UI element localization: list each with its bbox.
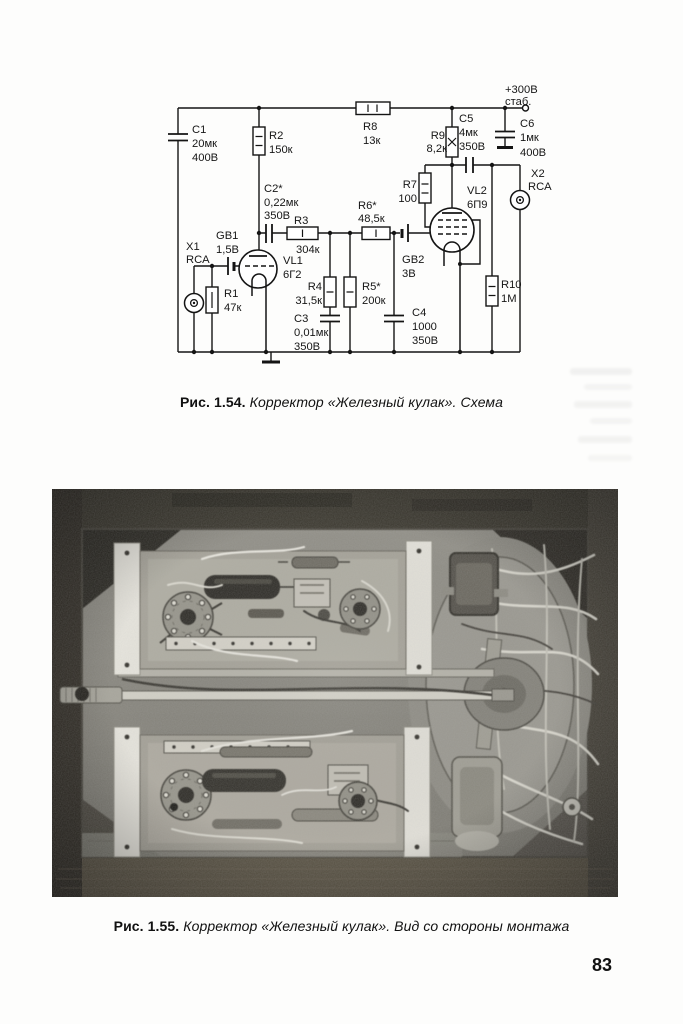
- label-r4-name: R4: [308, 281, 322, 293]
- label-gb1-name: GB1: [216, 230, 238, 242]
- label-x1-type: RCA: [186, 254, 210, 266]
- label-c3-value: 0,01мк: [294, 327, 328, 339]
- label-vl2-type: 6П9: [467, 199, 488, 211]
- label-c2-name: C2*: [264, 183, 283, 195]
- label-r2-value: 150к: [269, 144, 293, 156]
- caption-155-text: Корректор «Железный кулак». Вид со сторо…: [183, 918, 570, 934]
- label-power-1: +300В: [505, 84, 538, 96]
- label-vl1-name: VL1: [283, 255, 303, 267]
- chassis-photo: [52, 489, 618, 897]
- label-x2-type: RCA: [528, 181, 552, 193]
- label-x2-name: X2: [531, 168, 545, 180]
- label-r6-value: 48,5к: [358, 213, 385, 225]
- label-c3-voltage: 350В: [294, 341, 320, 353]
- photo-grain: [52, 489, 618, 897]
- label-c6-value: 1мк: [520, 132, 539, 144]
- label-r5-value: 200к: [362, 295, 386, 307]
- label-r5-name: R5*: [362, 281, 381, 293]
- label-c5-value: 4мк: [459, 127, 478, 139]
- label-r9-name: R9: [431, 130, 445, 142]
- label-r3-value: 304к: [296, 244, 320, 256]
- label-r1-name: R1: [224, 288, 238, 300]
- junction-dots: [191, 105, 508, 355]
- schematic-figure: +300В стаб. C1 20мк 400В R2 150к R8 13к …: [168, 84, 552, 364]
- label-power-2: стаб.: [505, 96, 531, 108]
- label-c4-value: 1000: [412, 321, 437, 333]
- scan-artifact: [574, 401, 632, 408]
- resistor-marks: [211, 104, 496, 308]
- label-r7-name: R7: [403, 179, 417, 191]
- battery-ground-bars: [232, 146, 513, 364]
- tube-vl2: [429, 207, 475, 352]
- label-c5-name: C5: [459, 113, 473, 125]
- scan-artifact: [584, 384, 632, 390]
- rca-jack-x1: [183, 292, 205, 314]
- scan-artifact: [588, 455, 632, 461]
- label-vl2-name: VL2: [467, 185, 487, 197]
- label-r10-value: 1M: [501, 293, 517, 305]
- label-c1-name: C1: [192, 124, 206, 136]
- label-vl1-type: 6Г2: [283, 269, 302, 281]
- tube-vl1: [238, 249, 278, 352]
- label-c4-name: C4: [412, 307, 426, 319]
- label-gb1-value: 1,5В: [216, 244, 239, 256]
- label-r2-name: R2: [269, 130, 283, 142]
- label-c6-name: C6: [520, 118, 534, 130]
- scan-artifact: [570, 368, 632, 375]
- caption-154-text: Корректор «Железный кулак». Схема: [249, 394, 504, 410]
- label-r8-name: R8: [363, 121, 377, 133]
- label-c4-voltage: 350В: [412, 335, 438, 347]
- label-gb2-value: 3В: [402, 268, 416, 280]
- caption-154-label: Рис. 1.54.: [179, 394, 246, 410]
- scan-artifact: [578, 436, 632, 443]
- scan-artifact: [590, 418, 632, 424]
- label-r3-name: R3: [294, 215, 308, 227]
- label-r7-value: 100: [398, 193, 417, 205]
- label-r1-value: 47к: [224, 302, 241, 314]
- power-terminal: [521, 104, 530, 112]
- photo-figure-155: [52, 489, 618, 897]
- label-gb2-name: GB2: [402, 254, 424, 266]
- label-c1-value: 20мк: [192, 138, 217, 150]
- label-r10-name: R10: [501, 279, 522, 291]
- label-r9-value: 8,2к: [427, 143, 448, 155]
- label-c5-voltage: 350В: [459, 141, 485, 153]
- label-c3-name: C3: [294, 313, 308, 325]
- caption-155-label: Рис. 1.55.: [113, 918, 180, 934]
- label-c2-value: 0,22мк: [264, 197, 298, 209]
- figure-caption-154: Рис. 1.54.Корректор «Железный кулак». Сх…: [0, 394, 683, 410]
- rca-jack-x2: [509, 189, 531, 211]
- label-r6-name: R6*: [358, 200, 377, 212]
- label-c6-voltage: 400В: [520, 147, 546, 159]
- label-r4-value: 31,5к: [295, 295, 322, 307]
- page-number: 83: [592, 955, 613, 975]
- label-x1-name: X1: [186, 241, 200, 253]
- label-c1-voltage: 400В: [192, 152, 218, 164]
- label-c2-voltage: 350В: [264, 210, 290, 222]
- figure-caption-155: Рис. 1.55.Корректор «Железный кулак». Ви…: [0, 918, 683, 934]
- label-r8-value: 13к: [363, 135, 380, 147]
